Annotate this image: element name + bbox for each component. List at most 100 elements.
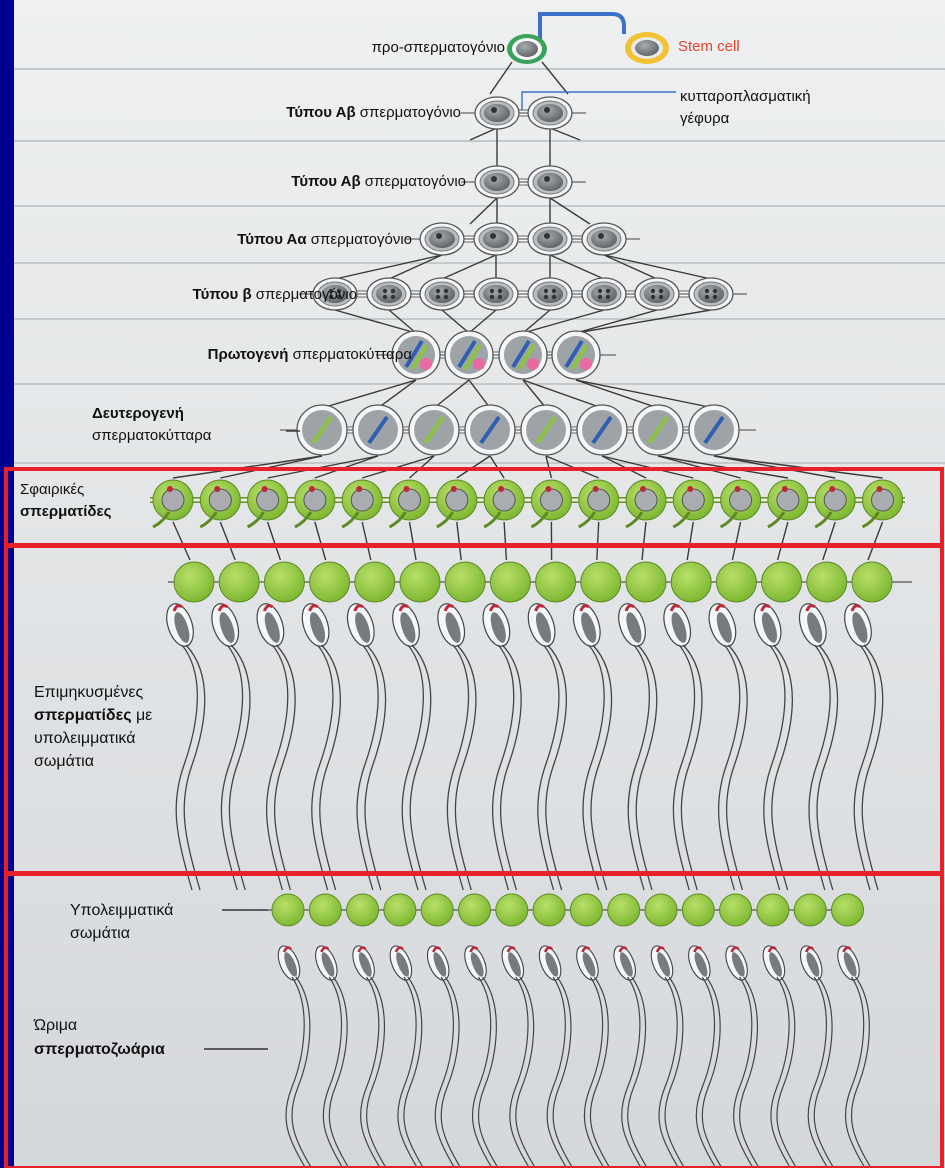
chromatin-spot [650,294,656,300]
round-spermatid-cell [436,479,478,529]
spermatid-head [355,612,371,643]
sperm-head [731,952,745,977]
nucleus [398,488,421,512]
sperm-tail-edge [397,976,419,1168]
chromatin-spot [605,294,611,300]
round-spermatid-cell [861,479,903,529]
row-separator [14,140,945,142]
nucleus [484,173,510,191]
lineage-line [596,521,600,561]
acrosome [506,946,516,953]
acrosome [469,946,479,953]
chromatin-spot [497,288,503,294]
sperm-head [358,952,372,977]
nucleus [537,104,563,122]
sperm-tail [552,976,574,1168]
lineage-line [441,254,497,280]
developing-tail [246,511,265,529]
sperm-tail-edge [583,976,605,1168]
spermatid-tail [364,644,387,891]
sperm-tail-edge [658,976,680,1168]
developing-tail [341,511,360,529]
mature-spermatozoa-highlight [4,871,944,1168]
residual-cytoplasm [715,561,757,603]
nucleolus [544,233,550,239]
acrosome [262,604,274,612]
chromatin-spot [390,294,396,300]
row-separator [14,205,945,207]
sperm-tail [403,976,425,1168]
acrosome [579,604,590,612]
elongated-spermatid [346,561,396,891]
residual-cytoplasm [489,561,531,603]
spermatogonium-cell [366,277,412,311]
acrosome [443,604,455,612]
spermatid-tail-edge [672,644,696,891]
acrosome [403,486,410,492]
elongated-spermatid [211,561,260,891]
residual-body [458,893,491,927]
spermatogonium-cell [473,222,519,256]
primary-spermatocyte-cell [498,330,548,380]
round-spermatid-cell [294,479,336,529]
spermatid-head [219,612,235,643]
chromosome [423,415,445,445]
chromatin-spot [543,294,549,300]
elongated-spermatid [618,561,667,891]
sperm-tail [477,976,499,1168]
elongated-spermatid [527,561,577,891]
lineage-line [522,379,603,409]
label-elongated-line2: σπερματίδες με [34,707,152,724]
chromatin-spot [443,294,449,300]
nucleus [483,285,509,303]
chromatin-spot [443,288,449,294]
residual-cytoplasm [580,561,622,603]
spermatogonium-cell [527,165,573,199]
label-stem-cell: Stem cell [678,38,740,55]
developing-tail [719,511,738,529]
chromatin-spot [551,294,557,300]
developing-tail [625,511,644,529]
lineage-line [441,309,470,334]
blue-chromosome [511,339,531,369]
pro-spermatogonium-cell [507,34,547,64]
chromatin-spot [658,288,664,294]
acrosome [308,486,315,492]
sperm-head [508,952,521,977]
label-pro-spermatogonium: προ-σπερματογόνιο [372,39,505,56]
nucleolus [491,176,497,182]
nucleus [429,285,455,303]
round-spermatid-cell [246,479,289,529]
spermatid-tail-edge [356,644,379,891]
nucleus [483,230,509,248]
secondary-spermatocyte-cell [632,404,684,456]
chromatin-spot [497,294,503,300]
spermatid-tail [545,644,567,891]
lineage-line [469,197,498,225]
spermatid-tail-edge [265,644,289,891]
developing-tail [483,511,502,529]
chromatin-spot [543,288,549,294]
elongated-spermatid [572,561,622,891]
lineage-line [456,521,462,561]
residual-cytoplasm [625,561,667,603]
nucleus [539,488,563,512]
stem-cell [625,32,669,64]
nucleolus [598,233,604,239]
mature-spermatozoon [315,945,350,1168]
sperm-tail [440,976,462,1168]
acrosome [850,604,861,612]
lineage-line [361,521,372,561]
secondary-spermatocyte-cell [352,404,404,456]
residual-cytoplasm [354,561,396,603]
acrosome [714,604,726,612]
label-secondary-rest: σπερματοκύτταρα [92,427,212,444]
lineage-line [321,379,417,409]
nucleolus [436,233,442,239]
acrosome [498,486,505,492]
spermatid-head [852,612,868,643]
acrosome [217,604,229,612]
spermatid-tail-edge [311,644,334,891]
sperm-head [396,952,409,977]
spermatid-head [445,612,461,643]
